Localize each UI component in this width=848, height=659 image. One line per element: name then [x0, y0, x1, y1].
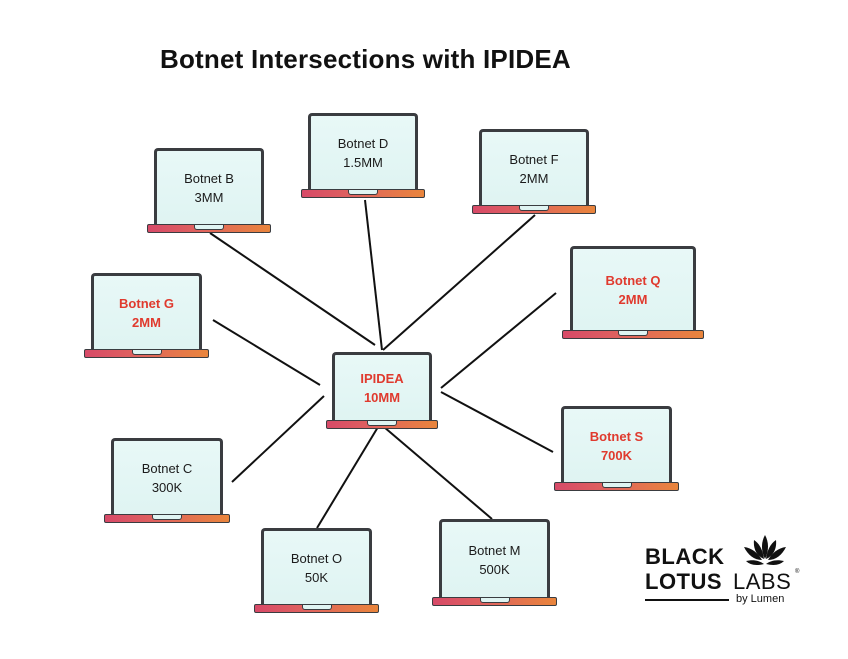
laptop-base: [562, 330, 704, 339]
botnet-count: 2MM: [519, 170, 549, 186]
botnet-name: Botnet F: [509, 151, 559, 167]
link-botnet-g: [212, 319, 321, 386]
link-botnet-q: [440, 292, 557, 389]
laptop-botnet-g: Botnet G 2MM: [84, 273, 209, 359]
laptop-base: [326, 420, 438, 429]
laptop-base: [554, 482, 679, 491]
link-botnet-b: [209, 232, 376, 346]
laptop-botnet-b: Botnet B 3MM: [147, 148, 271, 234]
botnet-count: 2MM: [132, 314, 161, 330]
black-lotus-labs-logo: BLACK LOTUS LABS ® by Lumen: [645, 535, 815, 616]
laptop-botnet-q: Botnet Q 2MM: [562, 246, 704, 341]
laptop-screen: Botnet D 1.5MM: [308, 113, 418, 189]
laptop-base: [147, 224, 271, 233]
lotus-flower-icon: [744, 535, 786, 565]
laptop-botnet-c: Botnet C 300K: [104, 438, 230, 524]
laptop-botnet-d: Botnet D 1.5MM: [301, 113, 425, 199]
botnet-name: Botnet M: [468, 542, 521, 558]
botnet-count: 500K: [479, 561, 510, 577]
laptop-botnet-m: Botnet M 500K: [432, 519, 557, 607]
link-botnet-o: [316, 426, 379, 529]
laptop-screen: Botnet O 50K: [261, 528, 372, 604]
logo-word-labs: LABS: [733, 569, 792, 594]
laptop-screen: Botnet M 500K: [439, 519, 550, 597]
botnet-name: Botnet B: [184, 170, 234, 186]
botnet-name: Botnet D: [337, 135, 389, 151]
logo-word-black: BLACK: [645, 544, 725, 569]
link-botnet-s: [440, 391, 554, 453]
laptop-screen: IPIDEA 10MM: [332, 352, 432, 420]
laptop-base: [301, 189, 425, 198]
botnet-name: Botnet S: [589, 428, 644, 444]
laptop-base: [432, 597, 557, 606]
link-botnet-m: [383, 426, 493, 520]
logo-word-lotus: LOTUS: [645, 569, 723, 594]
logo-byline: by Lumen: [736, 593, 785, 605]
laptop-ipidea-hub: IPIDEA 10MM: [326, 352, 438, 430]
botnet-count: 700K: [600, 447, 633, 463]
botnet-count: 3MM: [194, 189, 224, 205]
laptop-screen: Botnet Q 2MM: [570, 246, 696, 330]
hub-count: 10MM: [363, 389, 401, 405]
botnet-count: 50K: [304, 569, 329, 585]
botnet-count: 300K: [151, 479, 183, 495]
laptop-base: [104, 514, 230, 523]
logo-trademark: ®: [795, 569, 800, 575]
laptop-base: [472, 205, 596, 214]
laptop-screen: Botnet G 2MM: [91, 273, 202, 349]
link-botnet-c: [231, 395, 325, 483]
botnet-name: Botnet C: [141, 460, 193, 476]
laptop-base: [254, 604, 379, 613]
laptop-botnet-f: Botnet F 2MM: [472, 129, 596, 215]
laptop-botnet-o: Botnet O 50K: [254, 528, 379, 614]
botnet-count: 1.5MM: [343, 154, 383, 170]
link-botnet-d: [364, 199, 383, 351]
laptop-screen: Botnet S 700K: [561, 406, 672, 482]
logo-divider: [645, 599, 729, 601]
laptop-base: [84, 349, 209, 358]
link-botnet-f: [382, 214, 536, 351]
botnet-count: 2MM: [618, 291, 648, 307]
botnet-name: Botnet Q: [605, 272, 661, 288]
laptop-screen: Botnet C 300K: [111, 438, 223, 514]
botnet-name: Botnet O: [290, 550, 343, 566]
botnet-name: Botnet G: [119, 295, 174, 311]
laptop-botnet-s: Botnet S 700K: [554, 406, 679, 492]
laptop-screen: Botnet B 3MM: [154, 148, 264, 224]
hub-name: IPIDEA: [360, 370, 404, 386]
diagram-title: Botnet Intersections with IPIDEA: [160, 44, 571, 74]
laptop-screen: Botnet F 2MM: [479, 129, 589, 205]
